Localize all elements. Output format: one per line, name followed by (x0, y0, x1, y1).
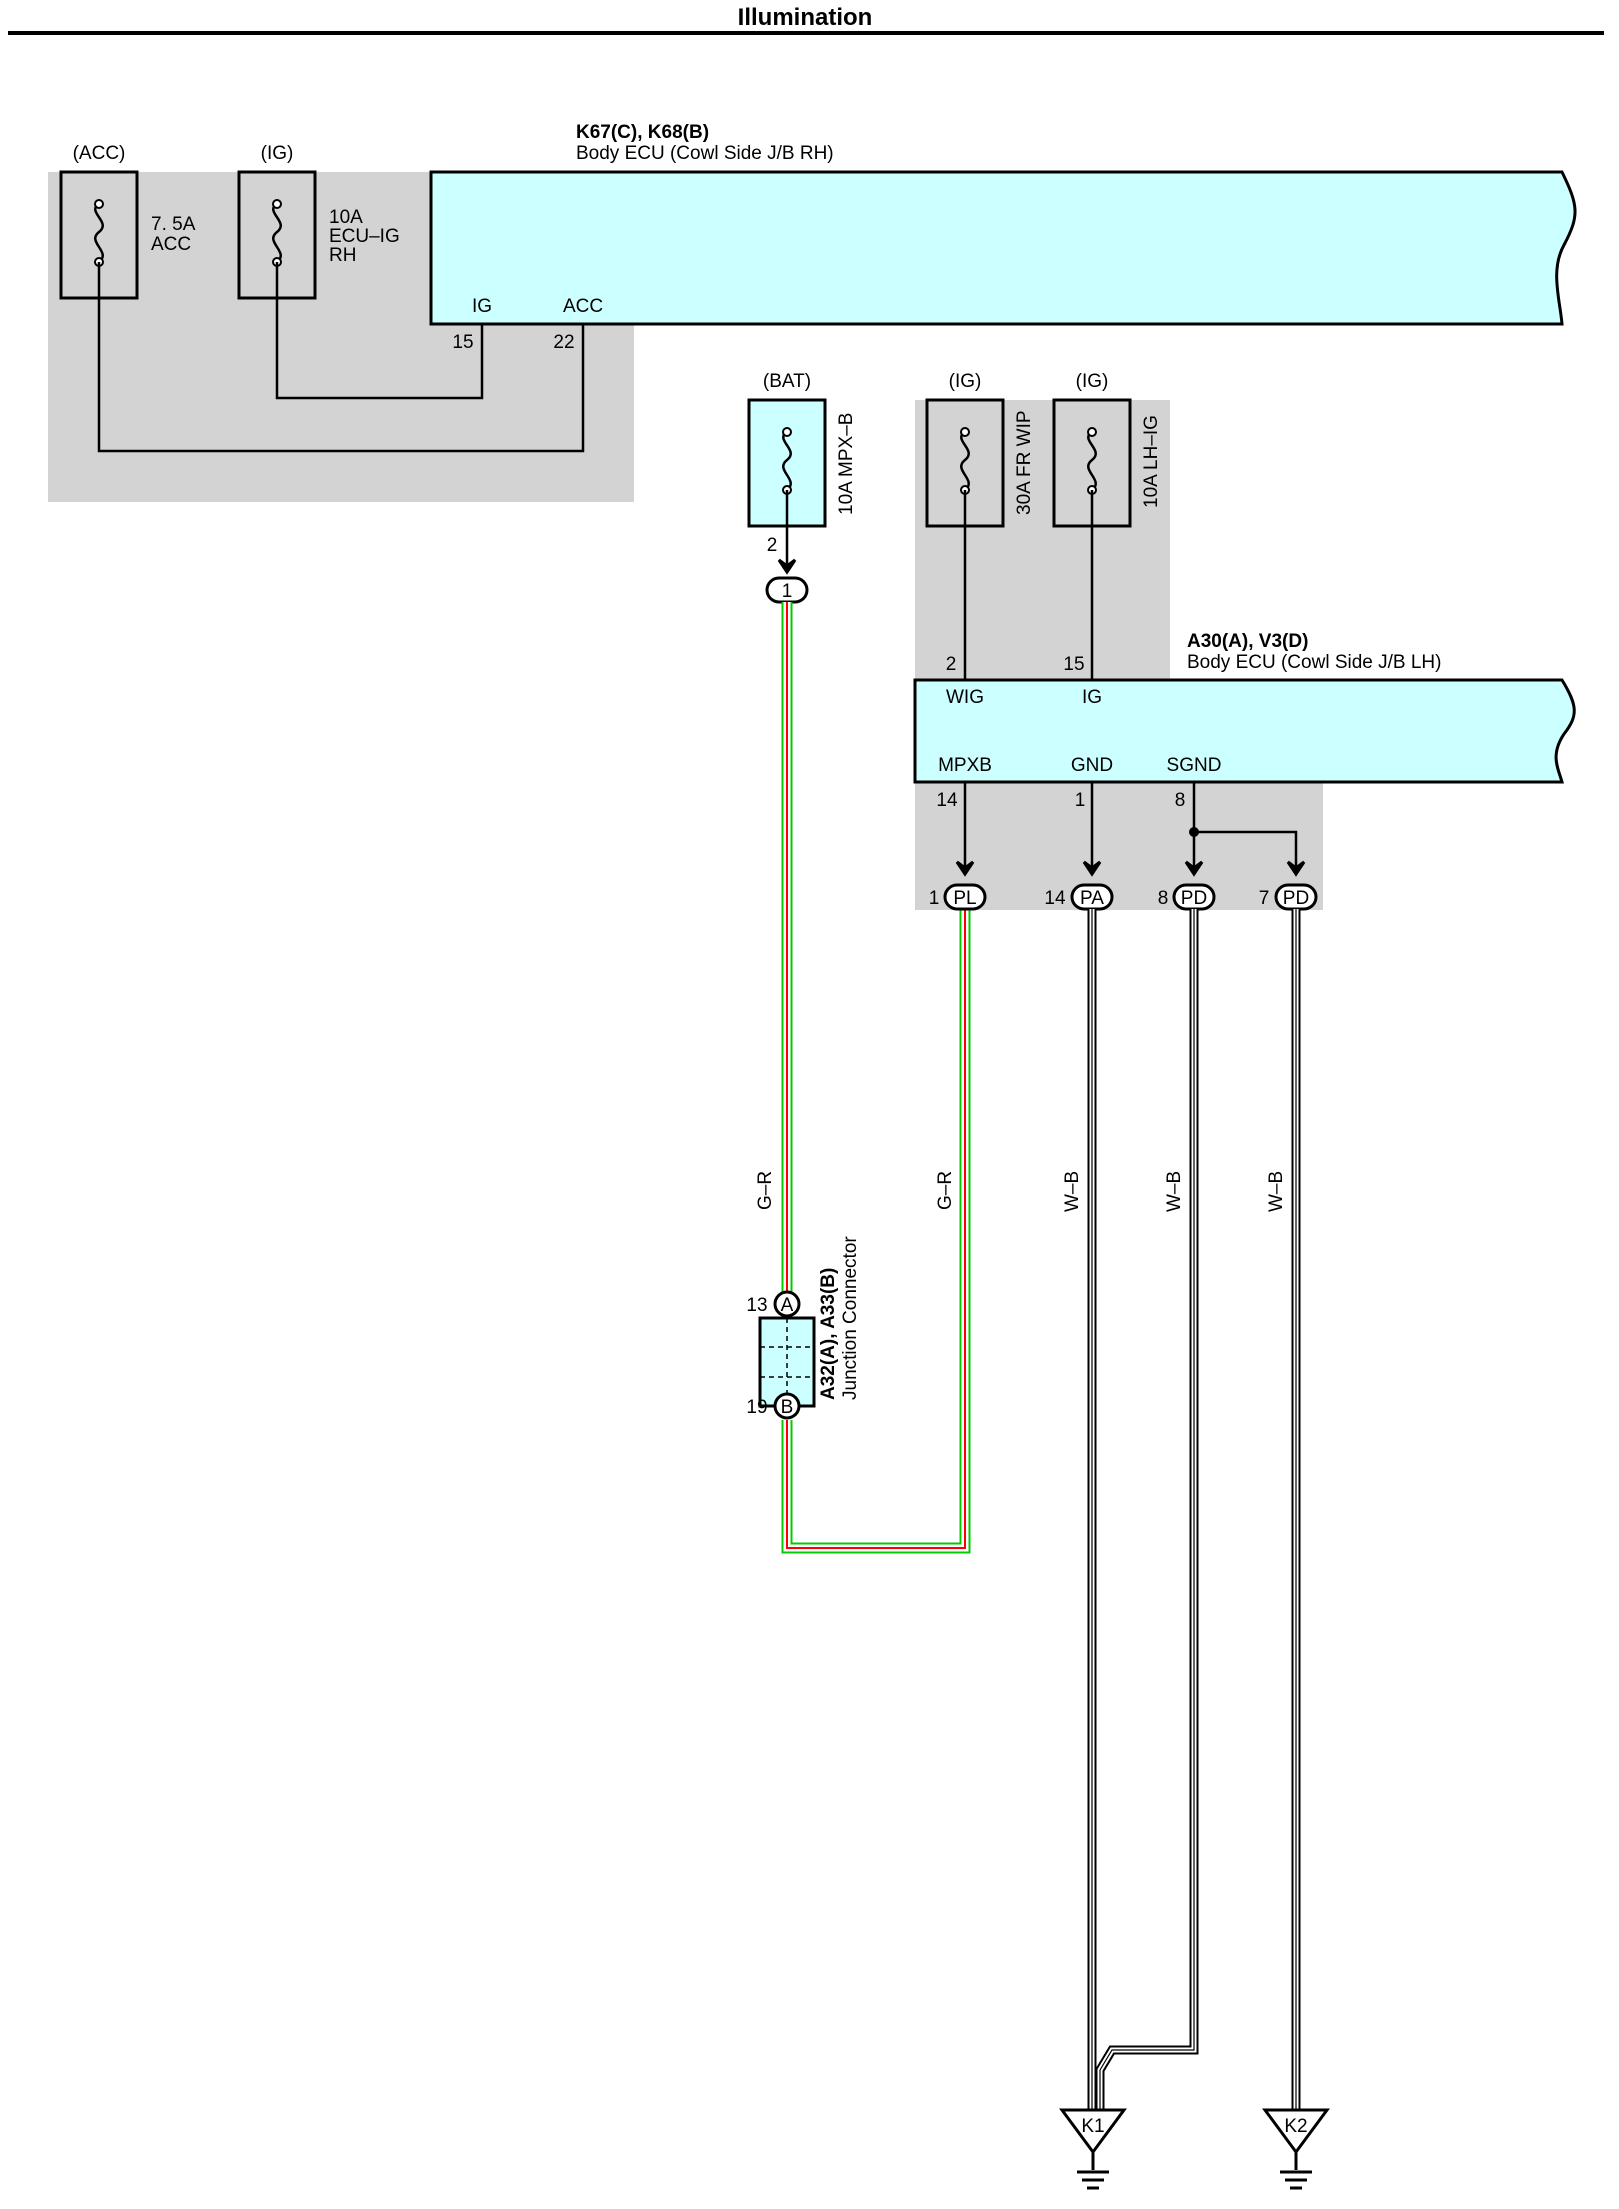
page-title: Illumination (738, 4, 873, 31)
junction-connector-body (758, 1316, 816, 1408)
ecu-lh-name: Body ECU (Cowl Side J/B LH) (1187, 652, 1441, 673)
connector-pl-name: PL (953, 888, 976, 909)
ecu-rh-body (429, 170, 1577, 326)
ecu-lh-pin-mpxb-label: MPXB (938, 755, 992, 776)
junction-name: A32(A), A33(B) (818, 1268, 839, 1400)
junction-terminal-b-letter: B (781, 1397, 794, 1418)
wire-label-w-b-2: W–B (1164, 1171, 1185, 1212)
wire-label-g-r-2: G–R (935, 1171, 956, 1210)
ecu-ig-rh-fuse-name-2: RH (329, 245, 356, 266)
junction-terminal-a-letter: A (781, 1295, 794, 1316)
junction-desc: Junction Connector (840, 1236, 861, 1400)
connector-pl (943, 883, 987, 911)
mpx-b-fuse-pin: 2 (767, 535, 778, 556)
ecu-lh-pin-sgnd-number: 8 (1175, 790, 1186, 811)
wire-label-g-r-1: G–R (755, 1171, 776, 1210)
ecu-lh-pin-gnd-label: GND (1071, 755, 1113, 776)
lh-ig-fuse-label: 10A LH–IG (1141, 415, 1162, 508)
splice-sgnd (1189, 827, 1199, 837)
junction-terminal-a (773, 1290, 801, 1318)
ground-k1-label: K1 (1081, 2116, 1104, 2137)
connector-1-label: 1 (782, 581, 793, 602)
acc-fuse-rating: 7. 5A (151, 214, 196, 235)
wire-label-w-b-3: W–B (1266, 1171, 1287, 1212)
ground-k1-symbol (1059, 2108, 1127, 2190)
acc-fuse-name: ACC (151, 234, 191, 255)
ecu-rh-pin-acc-number: 22 (553, 332, 574, 353)
ecu-lh-pin-gnd-number: 1 (1075, 790, 1086, 811)
connector-pd8-name: PD (1181, 888, 1207, 909)
mpx-b-fuse-label: 10A MPX–B (836, 413, 857, 515)
connector-pd7-name: PD (1283, 888, 1309, 909)
wire-ig-to-ecu-ig-rh (275, 262, 484, 400)
wire-acc-to-acc-fuse (97, 262, 585, 453)
connector-pa-name: PA (1080, 888, 1104, 909)
arrow-pl (955, 860, 975, 877)
ecu-lh-pin-wig-number: 2 (946, 654, 957, 675)
connector-pd7-pin: 7 (1259, 888, 1270, 909)
ecu-lh-pin-ig-number: 15 (1063, 654, 1084, 675)
ecu-lh-pin-mpxb-number: 14 (936, 790, 958, 811)
ecu-rh-pin-acc-label: ACC (563, 296, 603, 317)
ecu-lh-connector: A30(A), V3(D) (1187, 631, 1308, 652)
connector-pd8-pin: 8 (1158, 888, 1169, 909)
ecu-rh-name: Body ECU (Cowl Side J/B RH) (576, 143, 834, 164)
junction-pin-a: 13 (746, 1295, 767, 1316)
ecu-ig-rh-fuse-rating: 10A (329, 207, 363, 228)
junction-terminal-b (773, 1392, 801, 1420)
ecu-rh-connector: K67(C), K68(B) (576, 122, 709, 143)
ecu-lh-body (913, 678, 1576, 784)
arrow-pd8 (1184, 860, 1204, 877)
ecu-lh-pin-sgnd-label: SGND (1167, 755, 1222, 776)
ground-k2-symbol (1262, 2108, 1330, 2190)
fuse-ecu-ig-rh (237, 170, 317, 300)
ecu-rh-pin-ig-number: 15 (452, 332, 473, 353)
ecu-ig-rh-fuse-name-1: ECU–IG (329, 226, 400, 247)
ecu-lh-pin-wig-label: WIG (946, 687, 984, 708)
ground-k2-label: K2 (1284, 2116, 1307, 2137)
mpx-b-fuse-source: (BAT) (763, 371, 811, 392)
wire-label-w-b-1: W–B (1062, 1171, 1083, 1212)
acc-fuse-source: (ACC) (73, 143, 126, 164)
ecu-ig-rh-fuse-source: (IG) (261, 143, 294, 164)
wire-sgnd-branch (1194, 830, 1298, 872)
arrow-pd7 (1286, 860, 1306, 877)
connector-pa-pin: 14 (1044, 888, 1066, 909)
ecu-rh-pin-ig-label: IG (472, 296, 492, 317)
arrow-mpx-b (777, 558, 797, 575)
connector-pl-pin: 1 (929, 888, 940, 909)
wire-w-b-pd8 (1095, 909, 1199, 2110)
wire-g-r-harness (781, 602, 971, 1554)
junction-pin-b: 19 (746, 1397, 767, 1418)
lh-ig-fuse-source: (IG) (1076, 371, 1109, 392)
ecu-lh-pin-ig-label: IG (1082, 687, 1102, 708)
arrow-pa (1082, 860, 1102, 877)
fr-wip-fuse-label: 30A FR WIP (1014, 410, 1035, 515)
fr-wip-fuse-source: (IG) (949, 371, 982, 392)
